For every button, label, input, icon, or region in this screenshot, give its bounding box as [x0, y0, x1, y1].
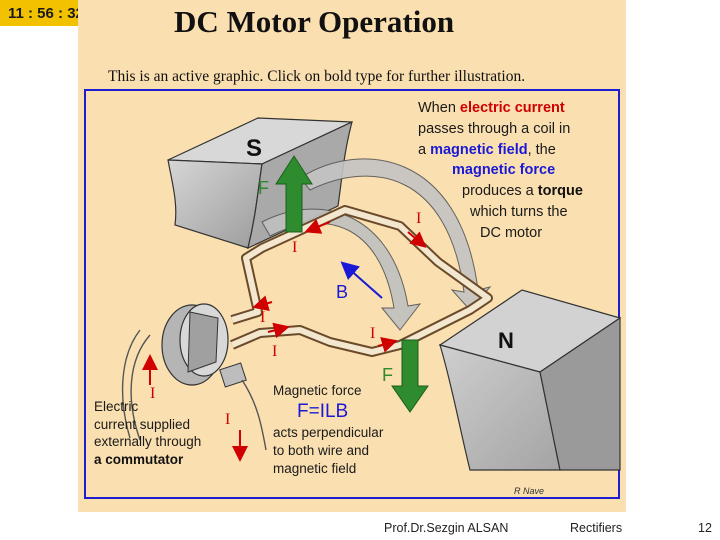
pole-s-label: S: [246, 135, 262, 162]
commutator-note-line: a commutator: [94, 451, 201, 469]
armature-coil: [230, 205, 493, 357]
current-label: I: [272, 343, 277, 360]
current-arrows: [142, 218, 427, 462]
credit-text: R Nave: [514, 486, 544, 496]
commutator-note-line: current supplied: [94, 416, 191, 432]
force-arrow-up: [275, 155, 313, 233]
force-top-label: F: [258, 178, 269, 198]
force-note: Magnetic force F=ILB acts perpendicular …: [273, 382, 383, 478]
commutator-note: Electric current supplied externally thr…: [94, 398, 201, 468]
slide-title: DC Motor Operation: [174, 4, 455, 39]
explanation-line-5: produces a torque: [462, 183, 583, 200]
explanation-line-7: DC motor: [480, 224, 543, 241]
current-label: I: [260, 309, 265, 326]
commutator: [121, 303, 267, 451]
current-label: I: [150, 385, 155, 402]
current-label: I: [292, 239, 297, 256]
torque-link[interactable]: torque: [537, 183, 583, 200]
force-note-line: magnetic field: [273, 461, 357, 476]
force-note-line: Magnetic force: [273, 383, 362, 398]
magnetic-field-link[interactable]: magnetic field: [430, 141, 528, 158]
magnetic-force-link[interactable]: magnetic force: [452, 162, 556, 179]
force-bottom-label: F: [382, 365, 393, 385]
explanation-line-2: passes through a coil in: [418, 120, 571, 137]
magnet-n-pole: [438, 289, 622, 471]
explanation-line-3: a magnetic field, the: [418, 141, 556, 158]
graphic-frame: [84, 89, 620, 499]
commutator-link[interactable]: a commutator: [94, 451, 184, 467]
footer-page-number: 12: [698, 521, 712, 535]
force-note-line: to both wire and: [273, 443, 370, 458]
current-label: I: [416, 210, 421, 227]
current-label: I: [370, 325, 375, 342]
pole-n-label: N: [498, 328, 514, 353]
commutator-note-line: externally through: [94, 434, 202, 449]
magnet-s-pole: [167, 117, 353, 250]
force-formula: F=ILB: [297, 401, 349, 422]
field-arrow: [340, 261, 383, 299]
explanation-line-4: magnetic force: [418, 160, 583, 181]
commutator-note-line: Electric: [94, 399, 139, 414]
explanation-line-1: When electric current: [418, 100, 565, 116]
electric-current-link[interactable]: electric current: [459, 100, 565, 116]
force-note-line: acts perpendicular: [273, 425, 384, 440]
footer-author: Prof.Dr.Sezgin ALSAN: [384, 521, 509, 535]
footer-topic: Rectifiers: [570, 521, 623, 535]
explanation-line-6: which turns the: [470, 203, 568, 220]
current-label: I: [225, 411, 230, 428]
field-label: B: [336, 282, 348, 302]
explanation-text: When electric current passes through a c…: [418, 98, 583, 244]
slide-subtitle: This is an active graphic. Click on bold…: [108, 68, 526, 85]
force-arrow-down: [391, 339, 429, 413]
